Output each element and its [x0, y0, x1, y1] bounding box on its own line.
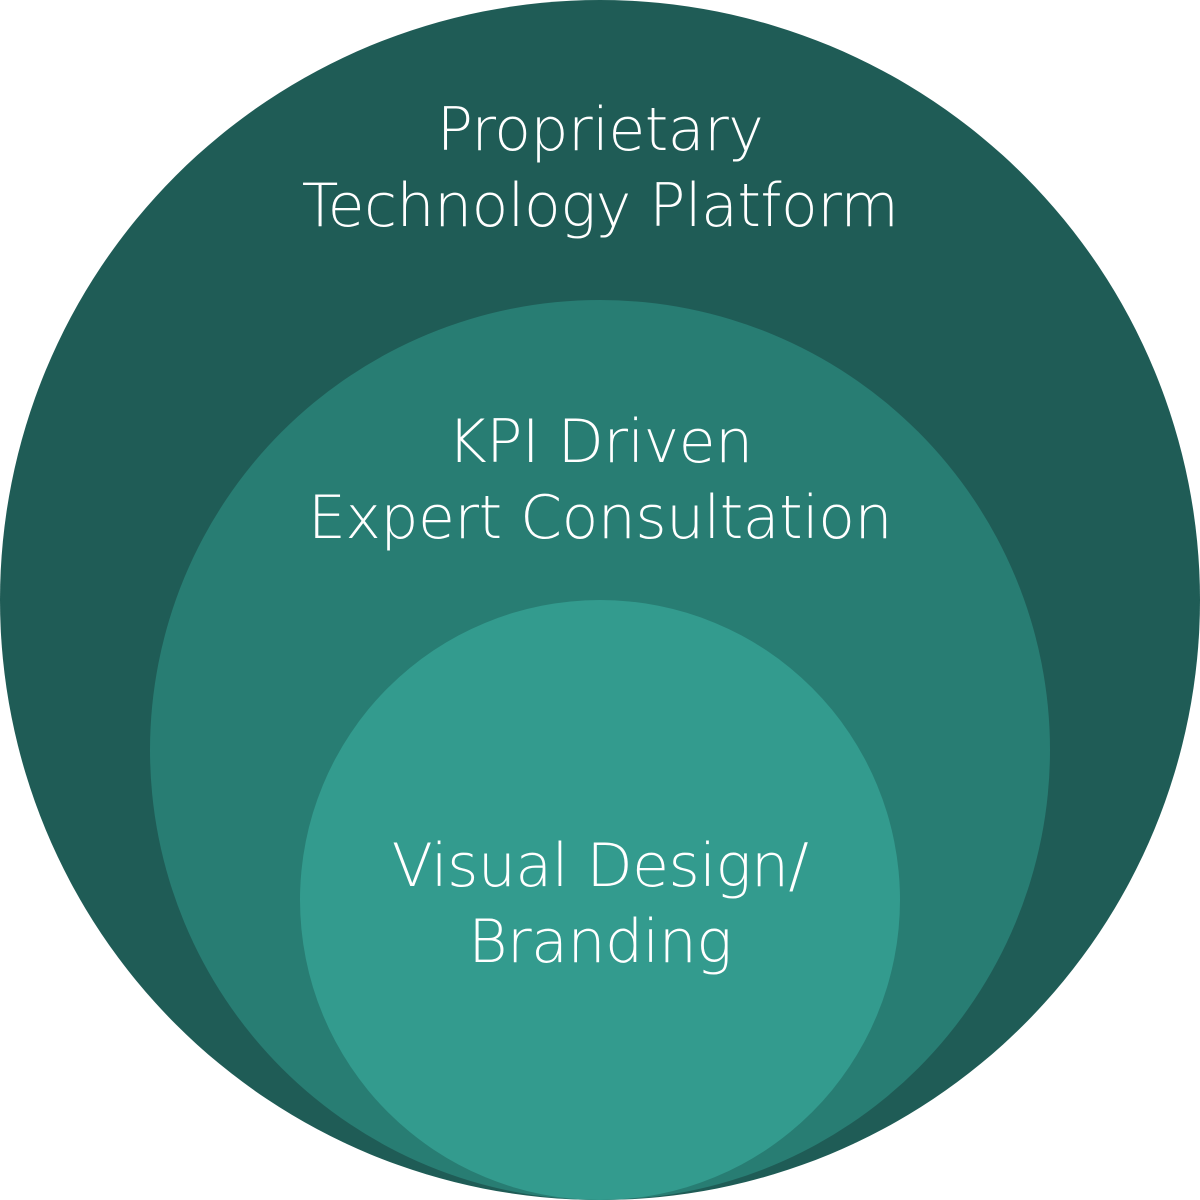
inner-circle-label: Visual Design/ Branding [0, 828, 1200, 980]
outer-circle-label: Proprietary Technology Platform [0, 92, 1200, 244]
inner-circle [300, 600, 900, 1200]
middle-label-line-2: Expert Consultation [308, 483, 893, 553]
outer-label-line-2: Technology Platform [301, 171, 899, 241]
inner-label-line-1: Visual Design/ [391, 831, 809, 901]
outer-label-line-1: Proprietary [436, 95, 764, 165]
middle-label-line-1: KPI Driven [447, 407, 753, 477]
inner-label-line-2: Branding [468, 907, 732, 977]
middle-circle-label: KPI Driven Expert Consultation [0, 404, 1200, 556]
